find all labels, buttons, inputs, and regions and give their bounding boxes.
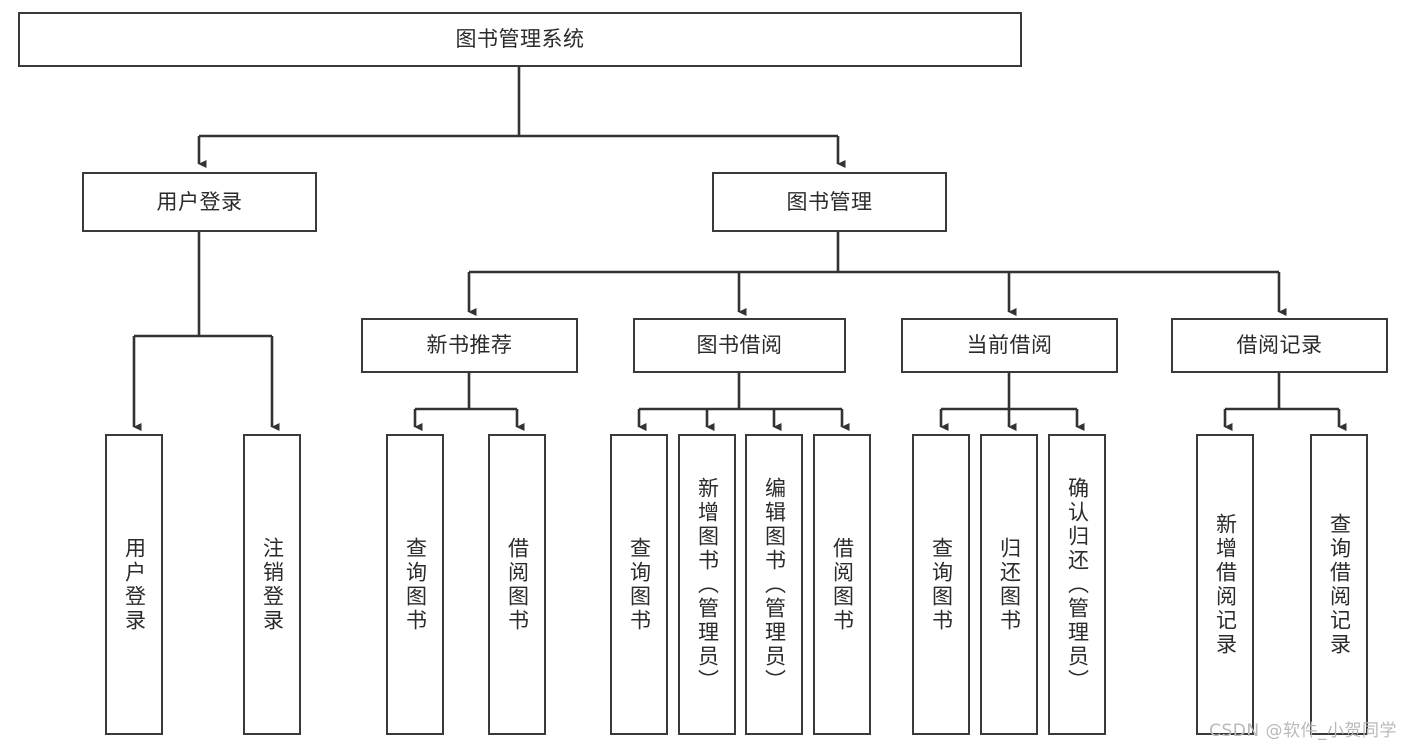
node-label: 查询借阅记录 [1327, 512, 1352, 657]
node-current-borrow[interactable]: 当前借阅 [901, 318, 1118, 373]
node-system-root[interactable]: 图书管理系统 [18, 12, 1022, 67]
node-label: 查询图书 [403, 536, 428, 633]
node-label: 查询图书 [929, 536, 954, 633]
leaf-record-query-record[interactable]: 查询借阅记录 [1310, 434, 1368, 735]
node-label: 用户登录 [156, 189, 243, 214]
csdn-watermark: CSDN @软件_小贺同学 [1209, 721, 1397, 741]
node-label: 图书管理系统 [455, 27, 585, 52]
node-user-login[interactable]: 用户登录 [82, 172, 317, 232]
node-label: 用户登录 [122, 536, 147, 633]
node-label: 注销登录 [260, 536, 285, 633]
node-label: 编辑图书（管理员） [762, 476, 787, 693]
leaf-logout[interactable]: 注销登录 [243, 434, 301, 735]
node-label: 图书借阅 [696, 333, 783, 358]
leaf-borrow-edit-book[interactable]: 编辑图书（管理员） [745, 434, 803, 735]
node-label: 新书推荐 [426, 333, 513, 358]
node-label: 借阅图书 [505, 536, 530, 633]
leaf-borrow-borrow-book[interactable]: 借阅图书 [813, 434, 871, 735]
leaf-current-query-book[interactable]: 查询图书 [912, 434, 970, 735]
node-book-borrow[interactable]: 图书借阅 [633, 318, 846, 373]
leaf-newbook-borrow-book[interactable]: 借阅图书 [488, 434, 546, 735]
leaf-newbook-query-book[interactable]: 查询图书 [386, 434, 444, 735]
node-label: 确认归还（管理员） [1065, 476, 1090, 693]
leaf-borrow-query-book[interactable]: 查询图书 [610, 434, 668, 735]
leaf-current-confirm-return[interactable]: 确认归还（管理员） [1048, 434, 1106, 735]
node-label: 查询图书 [627, 536, 652, 633]
node-label: 归还图书 [997, 536, 1022, 633]
node-borrow-record[interactable]: 借阅记录 [1171, 318, 1388, 373]
node-label: 借阅图书 [830, 536, 855, 633]
leaf-current-return-book[interactable]: 归还图书 [980, 434, 1038, 735]
leaf-record-add-record[interactable]: 新增借阅记录 [1196, 434, 1254, 735]
node-label: 新增图书（管理员） [695, 476, 720, 693]
node-label: 借阅记录 [1236, 333, 1323, 358]
node-label: 新增借阅记录 [1213, 512, 1238, 657]
node-label: 图书管理 [786, 189, 873, 214]
leaf-borrow-add-book[interactable]: 新增图书（管理员） [678, 434, 736, 735]
node-label: 当前借阅 [966, 333, 1053, 358]
leaf-user-login[interactable]: 用户登录 [105, 434, 163, 735]
node-new-book-recommend[interactable]: 新书推荐 [361, 318, 578, 373]
node-book-management[interactable]: 图书管理 [712, 172, 947, 232]
